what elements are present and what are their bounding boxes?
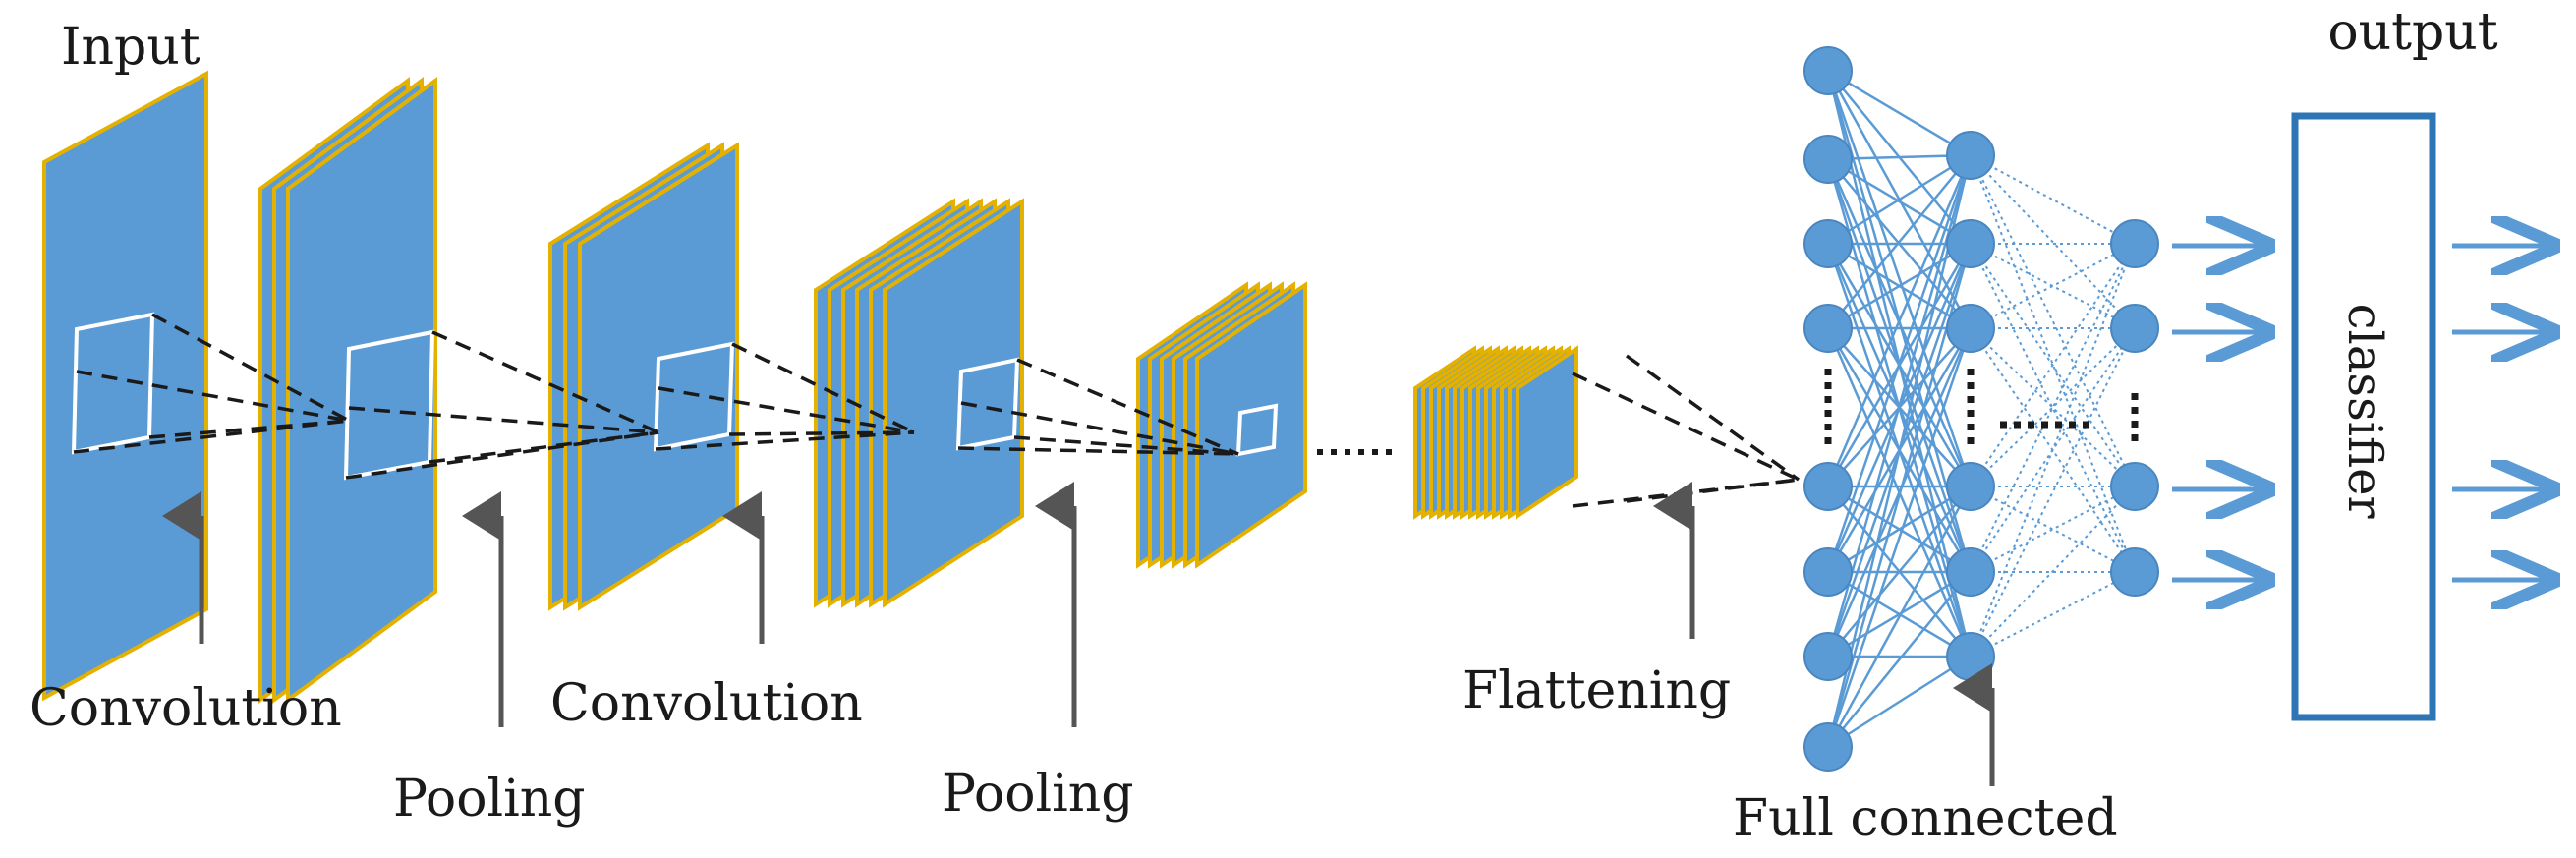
fc1-node-5 bbox=[1803, 462, 1853, 511]
pooling-label-2: Pooling bbox=[942, 765, 1134, 824]
conv1-feature-maps bbox=[258, 77, 437, 704]
input-layer bbox=[42, 70, 208, 702]
fc3-node-1 bbox=[2110, 219, 2159, 268]
conv2-map-6 bbox=[883, 198, 1024, 608]
flattening-label: Flattening bbox=[1462, 661, 1731, 720]
fc1-node-2 bbox=[1803, 135, 1853, 184]
fc3-node-4 bbox=[2110, 547, 2159, 597]
dotted-edge-2-0 bbox=[1970, 243, 2136, 329]
solid-edge-7-2 bbox=[1826, 327, 1973, 748]
fc1-node-8 bbox=[1803, 722, 1853, 772]
flattened-maps bbox=[1413, 345, 1578, 520]
classifier-label: classifier bbox=[2337, 304, 2392, 519]
dotted-edge-5-1 bbox=[1970, 327, 2136, 658]
solid-edge-7-3 bbox=[1826, 486, 1973, 748]
fc1-node-7 bbox=[1803, 632, 1853, 681]
receptive-field-pool2 bbox=[1235, 403, 1279, 457]
fc-vertical-ellipses bbox=[1824, 369, 2139, 447]
fc3-node-2 bbox=[2110, 304, 2159, 353]
solid-edge-7-5 bbox=[1827, 655, 1972, 749]
fc-connections-solid bbox=[1826, 69, 1973, 749]
pointer-arrows bbox=[162, 482, 1995, 786]
fc1-node-3 bbox=[1803, 219, 1853, 268]
dotted-edge-3-3 bbox=[1970, 486, 2136, 573]
dotted-edge-5-3 bbox=[1970, 571, 2136, 658]
fc1-node-6 bbox=[1803, 547, 1853, 597]
fc2-node-6 bbox=[1946, 632, 1995, 681]
convolution-label-1: Convolution bbox=[29, 679, 342, 738]
fc2-node-4 bbox=[1946, 462, 1995, 511]
fc1-node-1 bbox=[1803, 46, 1853, 95]
dotted-edge-0-0 bbox=[1970, 154, 2136, 245]
dotted-edge-5-2 bbox=[1970, 486, 2136, 658]
solid-edge-3-0 bbox=[1827, 154, 1972, 329]
fc-connections-dotted bbox=[1970, 154, 2136, 658]
dotted-edge-0-1 bbox=[1970, 154, 2136, 329]
solid-edge-7-4 bbox=[1827, 571, 1972, 748]
fc-layer-1-nodes bbox=[1803, 46, 1853, 772]
dotted-edge-4-2 bbox=[1970, 486, 2136, 573]
dotted-edge-3-0 bbox=[1970, 243, 2136, 487]
input-arrows-to-classifier bbox=[2172, 246, 2270, 580]
solid-edge-7-0 bbox=[1826, 154, 1973, 748]
fc2-node-1 bbox=[1946, 131, 1995, 180]
full-connected-label: Full connected bbox=[1733, 789, 2118, 848]
solid-edge-2-0 bbox=[1827, 153, 1972, 246]
output-arrows bbox=[2452, 246, 2555, 580]
output-label: output bbox=[2327, 3, 2497, 62]
fc2-node-5 bbox=[1946, 547, 1995, 597]
solid-edge-0-3 bbox=[1826, 70, 1973, 487]
solid-edge-5-0 bbox=[1826, 154, 1973, 573]
fc1-node-4 bbox=[1803, 304, 1853, 353]
fc2-node-2 bbox=[1946, 219, 1995, 268]
pool2-map-6 bbox=[1195, 281, 1307, 569]
classifier-box bbox=[2291, 112, 2436, 721]
dotted-edge-0-3 bbox=[1970, 154, 2136, 573]
pooling-label-1: Pooling bbox=[393, 770, 586, 829]
pool1-feature-maps bbox=[548, 142, 739, 611]
solid-edge-0-0 bbox=[1827, 69, 1972, 157]
flat-map-14 bbox=[1516, 345, 1578, 520]
dotted-edge-0-2 bbox=[1970, 154, 2136, 487]
input-map-1 bbox=[42, 70, 208, 702]
fc-layer-3-nodes bbox=[2110, 219, 2159, 597]
pool2-feature-maps bbox=[1136, 281, 1307, 569]
solid-edge-1-1 bbox=[1827, 157, 1972, 246]
fc2-node-3 bbox=[1946, 304, 1995, 353]
input-label: Input bbox=[61, 18, 200, 77]
dotted-edge-5-0 bbox=[1970, 243, 2136, 658]
conv1-map-3 bbox=[286, 77, 437, 704]
solid-edge-6-3 bbox=[1827, 486, 1972, 658]
conv2-feature-maps bbox=[814, 198, 1024, 608]
fc3-node-3 bbox=[2110, 462, 2159, 511]
convolution-label-2: Convolution bbox=[550, 674, 863, 733]
solid-edge-5-3 bbox=[1827, 485, 1972, 574]
solid-edge-4-0 bbox=[1826, 154, 1973, 487]
fc-layer-2-nodes bbox=[1946, 131, 1995, 681]
